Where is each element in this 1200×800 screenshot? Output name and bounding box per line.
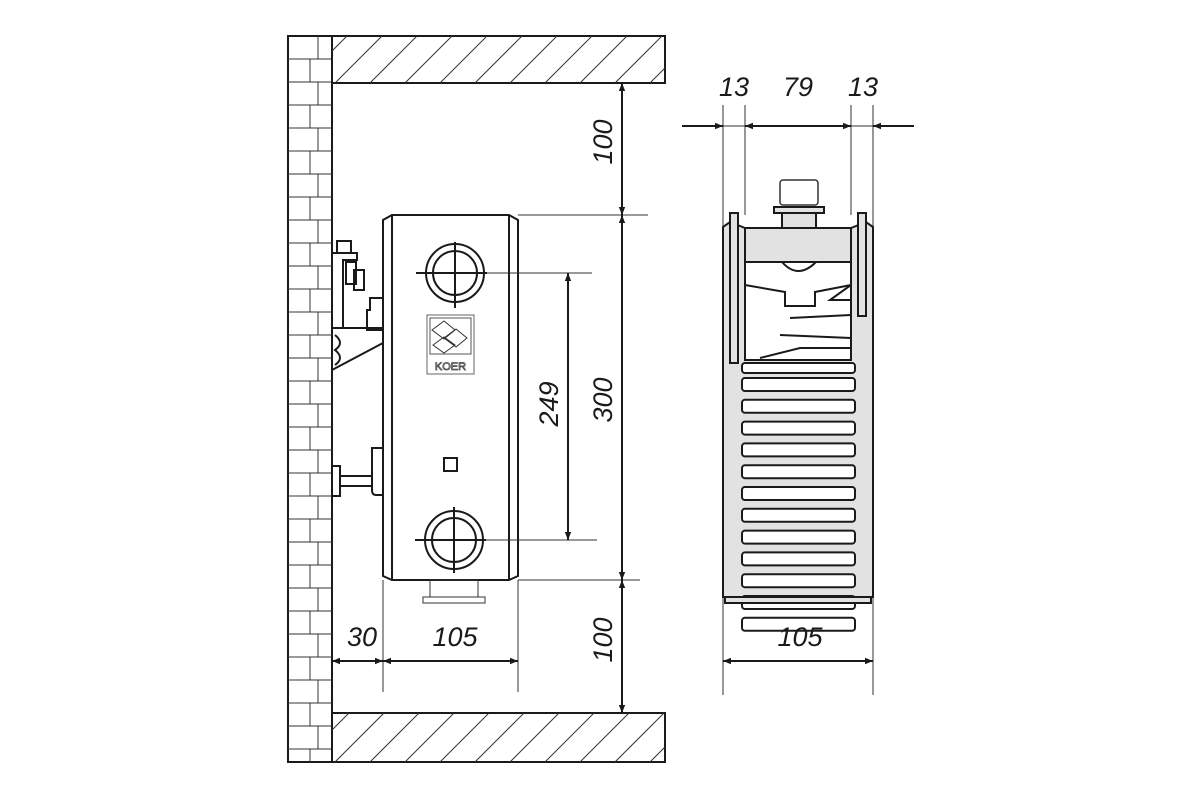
dim-depth: 105	[432, 622, 478, 652]
logo-text: KOER	[435, 361, 466, 373]
dim-right-panel: 13	[848, 72, 878, 102]
hatch-line	[579, 713, 630, 762]
hatch-line	[649, 746, 665, 762]
convector-fin	[741, 551, 856, 567]
hatch-line	[369, 36, 418, 83]
air-vent-plug	[443, 457, 458, 472]
dim-height: 300	[588, 377, 618, 422]
air-vent-cap	[779, 179, 819, 206]
hatch-line	[439, 36, 488, 83]
hatch-line	[544, 36, 593, 83]
bottom-flange	[422, 596, 486, 604]
koer-logo: KOER	[426, 314, 475, 375]
dim-pipe-centers: 249	[534, 381, 564, 427]
hatch-line	[614, 36, 663, 83]
convector-fin	[741, 398, 856, 414]
convector-fin	[741, 529, 856, 545]
hatch-line	[544, 713, 595, 762]
convector-fin	[741, 616, 856, 632]
hatch-line	[474, 713, 525, 762]
hatch-line	[332, 36, 348, 52]
hatch-line	[614, 713, 665, 762]
wall-bracket-bottom	[331, 447, 384, 497]
dim-wall-gap: 30	[347, 622, 377, 652]
hatch-line	[439, 713, 490, 762]
convector-fin	[741, 486, 856, 501]
hatch-line	[334, 713, 385, 762]
brick-wall	[287, 35, 333, 763]
convector-fin	[741, 573, 856, 589]
floor-slab	[331, 712, 734, 763]
hatch-line	[369, 713, 420, 762]
radiator-side-view: KOER	[382, 214, 519, 604]
bottom-stub	[429, 579, 479, 598]
convector-fin	[741, 377, 856, 392]
ceiling-slab	[331, 35, 666, 84]
hatch-line	[509, 713, 560, 762]
dimension-front: 13 79 13 105	[682, 72, 914, 665]
hatch-line	[404, 713, 455, 762]
hatch-line	[649, 67, 665, 83]
convector-fin	[741, 442, 856, 458]
hatch-line	[334, 36, 383, 83]
radiator-front-view	[722, 105, 874, 695]
dim-bottom-clearance: 100	[588, 617, 618, 662]
convector-fin	[741, 464, 856, 480]
inlet-pipe-top	[416, 242, 487, 308]
convector-fin	[741, 420, 856, 436]
hatch-line	[474, 36, 523, 83]
dim-middle: 79	[783, 72, 813, 102]
dim-left-panel: 13	[719, 72, 749, 102]
dimension-horizontal-side: 30 105	[332, 622, 518, 665]
bottom-plate	[724, 596, 872, 604]
hatch-line	[579, 36, 628, 83]
hatch-line	[404, 36, 453, 83]
outlet-pipe-bottom	[415, 507, 486, 573]
dim-top-clearance: 100	[588, 119, 618, 164]
hatch-line	[509, 36, 558, 83]
dimension-vertical: 100 300 100 249	[534, 83, 626, 713]
hatch-line	[685, 713, 734, 762]
hatch-line	[332, 713, 350, 731]
convector-fin	[741, 507, 856, 523]
top-collector	[744, 227, 852, 263]
convector-fin	[741, 362, 856, 374]
dim-total-width: 105	[777, 622, 823, 652]
wall-bracket-top	[331, 240, 384, 371]
